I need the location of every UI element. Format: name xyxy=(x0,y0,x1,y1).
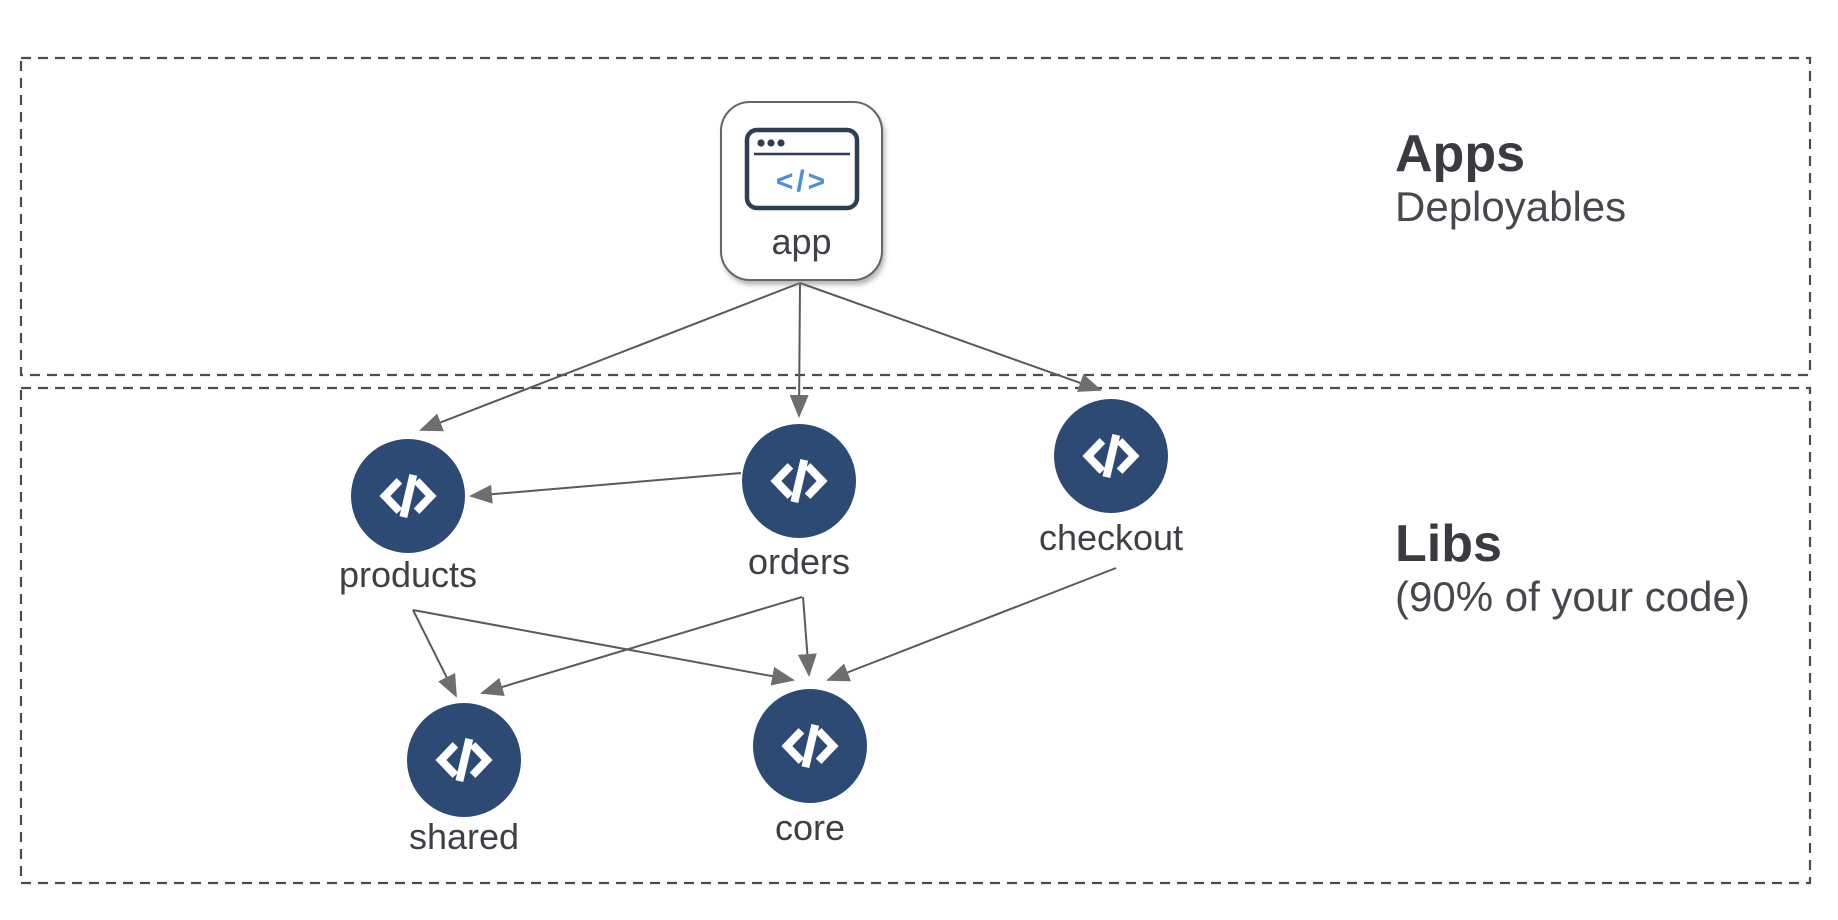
libs-zone-subtitle: (90% of your code) xyxy=(1395,573,1750,621)
node-app-label: app xyxy=(771,221,832,262)
node-checkout: checkout xyxy=(1039,399,1183,558)
checkout-circle xyxy=(1054,399,1168,513)
browser-code-icon: </> xyxy=(744,127,859,211)
shared-circle xyxy=(407,703,521,817)
node-orders-label: orders xyxy=(747,541,851,582)
node-orders: orders xyxy=(742,424,856,582)
apps-zone-title: Apps xyxy=(1395,125,1525,183)
node-checkout-label: checkout xyxy=(1038,517,1184,558)
edge-orders-products xyxy=(469,472,742,504)
code-icon xyxy=(770,458,828,504)
node-shared: shared xyxy=(407,703,521,857)
node-shared-label: shared xyxy=(408,816,520,857)
edge-products-core xyxy=(412,609,795,686)
products-circle xyxy=(351,439,465,553)
apps-zone-subtitle: Deployables xyxy=(1395,183,1627,231)
edge-app-orders xyxy=(789,282,809,418)
node-products-label: products xyxy=(338,554,478,595)
apps-zone-border xyxy=(19,56,1812,377)
node-app: </> app xyxy=(720,101,883,281)
node-core: core xyxy=(753,689,867,848)
code-icon xyxy=(435,737,493,783)
orders-circle xyxy=(742,424,856,538)
libs-zone-title: Libs xyxy=(1395,515,1502,573)
node-products: products xyxy=(339,439,477,595)
code-icon xyxy=(379,473,437,519)
edge-orders-shared xyxy=(480,596,803,697)
libs-zone-border xyxy=(19,386,1812,885)
core-circle xyxy=(753,689,867,803)
edge-checkout-core xyxy=(826,567,1117,682)
edge-products-shared xyxy=(412,609,457,698)
libs-zone-label: Libs (90% of your code) xyxy=(1395,515,1750,621)
code-icon xyxy=(781,723,839,769)
code-icon xyxy=(1082,433,1140,479)
svg-text:</>: </> xyxy=(775,165,827,198)
edge-app-products xyxy=(419,282,801,432)
node-core-label: core xyxy=(774,807,846,848)
edge-app-checkout xyxy=(799,282,1102,392)
edge-orders-core xyxy=(797,596,817,677)
apps-zone-label: Apps Deployables xyxy=(1395,125,1627,231)
